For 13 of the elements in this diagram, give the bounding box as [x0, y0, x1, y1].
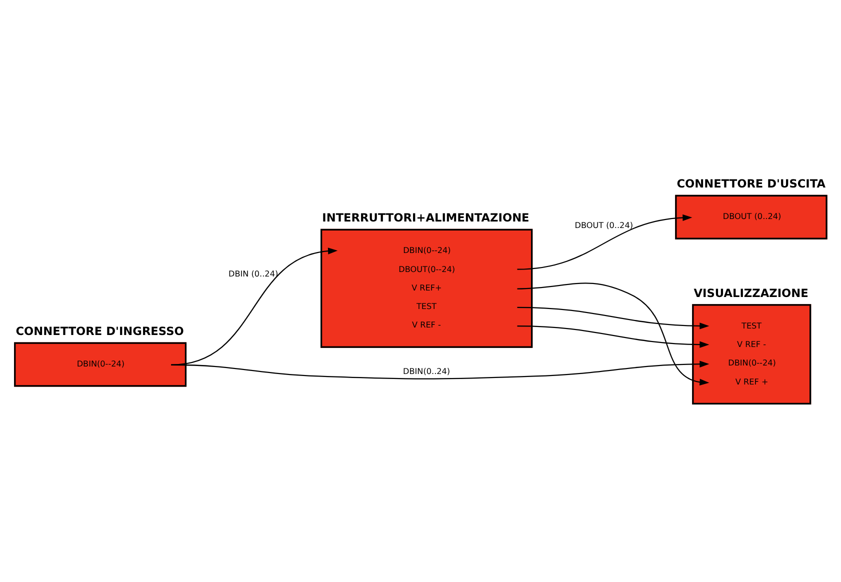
arrow [517, 282, 710, 386]
edge-label: DBIN (0..24) [228, 268, 278, 279]
arrow [517, 325, 710, 348]
arrow [517, 306, 710, 330]
arrow [171, 360, 710, 380]
node-label: INTERRUTTORI+ALIMENTAZIONE [322, 210, 530, 225]
arrow [171, 248, 338, 366]
arrow [517, 214, 692, 270]
edge-label: DBIN(0..24) [403, 366, 450, 376]
node-label: VISUALIZZAZIONE [694, 286, 808, 300]
edge-label: DBOUT (0..24) [574, 220, 634, 230]
node-label: CONNETTORE D'USCITA [676, 176, 826, 191]
node-label: CONNETTORE D'INGRESSO [16, 324, 184, 338]
